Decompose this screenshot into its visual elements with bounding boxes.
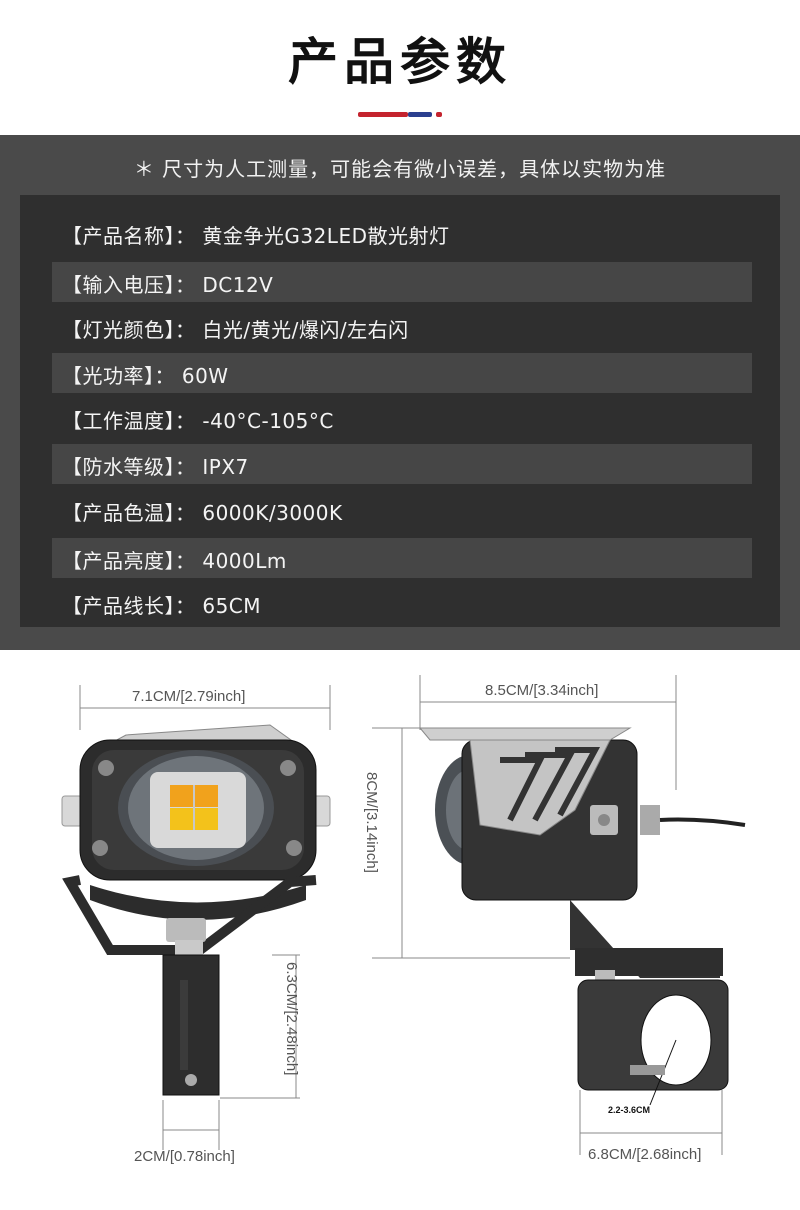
measurement-note: ＊ 尺寸为人工测量，可能会有微小误差，具体以实物为准 (133, 157, 667, 181)
page-title: 产品参数 (288, 33, 512, 91)
title-underline-blue (408, 112, 432, 117)
spec-row-waterproof: 【防水等级】： IPX7 (52, 444, 752, 484)
spec-row-color-temp: 【产品色温】： 6000K/3000K (52, 490, 752, 530)
spec-table: 【产品名称】： 黄金争光G32LED散光射灯 【输入电压】： DC12V 【灯光… (20, 195, 780, 627)
spec-row-cable-length: 【产品线长】： 65CM (52, 583, 752, 623)
spec-panel: ＊ 尺寸为人工测量，可能会有微小误差，具体以实物为准 【产品名称】： 黄金争光G… (0, 135, 800, 650)
spec-text: 【光功率】： 60W (62, 364, 229, 388)
side-width-label: 8.5CM/[3.34inch] (485, 682, 599, 699)
title-underline-dot (436, 112, 442, 117)
side-view-light (418, 727, 746, 1106)
product-drawing (61, 675, 746, 1155)
spec-text: 【输入电压】： DC12V (62, 273, 274, 297)
spec-row-power: 【光功率】： 60W (52, 353, 752, 393)
clamp-width-label: 6.8CM/[2.68inch] (588, 1146, 702, 1163)
clamp-range-label: 2.2-3.6CM (608, 1105, 651, 1115)
side-height-label: 8CM/[3.14inch] (363, 772, 380, 873)
spec-text: 【产品名称】： 黄金争光G32LED散光射灯 (62, 224, 450, 248)
spec-row-brightness: 【产品亮度】： 4000Lm (52, 538, 752, 578)
spec-row-light-color: 【灯光颜色】： 白光/黄光/爆闪/左右闪 (52, 307, 752, 347)
front-view-light (61, 724, 331, 1096)
front-width-label: 7.1CM/[2.79inch] (132, 688, 246, 705)
spec-row-temperature: 【工作温度】： -40°C-105°C (52, 398, 752, 438)
spec-text: 【产品线长】： 65CM (62, 594, 262, 618)
title-underline-red (358, 112, 408, 117)
spec-text: 【产品色温】： 6000K/3000K (62, 501, 343, 525)
spec-text: 【防水等级】： IPX7 (62, 455, 249, 479)
bracket-width-label: 2CM/[0.78inch] (134, 1148, 235, 1165)
spec-row-voltage: 【输入电压】： DC12V (52, 262, 752, 302)
header: 产品参数 (0, 0, 800, 135)
bracket-height-label: 6.3CM/[2.48inch] (283, 962, 300, 1076)
spec-row-name: 【产品名称】： 黄金争光G32LED散光射灯 (52, 213, 752, 253)
spec-text: 【产品亮度】： 4000Lm (62, 549, 287, 573)
spec-text: 【工作温度】： -40°C-105°C (62, 409, 334, 433)
dimension-diagrams: 7.1CM/[2.79inch] 8.5CM/[3.34inch] 8CM/[3… (0, 650, 800, 1210)
spec-text: 【灯光颜色】： 白光/黄光/爆闪/左右闪 (62, 318, 409, 342)
